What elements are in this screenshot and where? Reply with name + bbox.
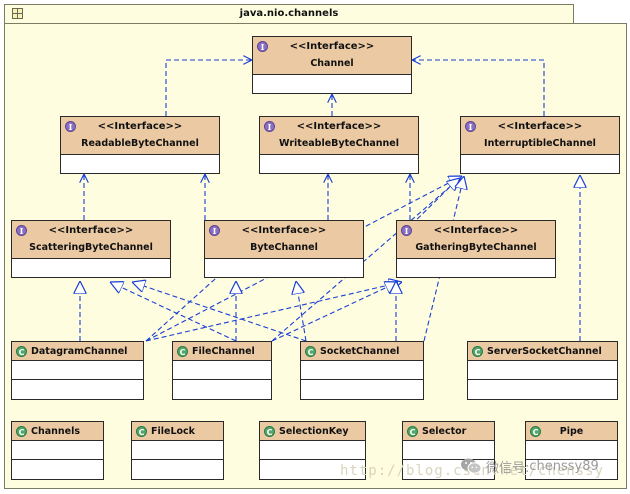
- class-selection-key[interactable]: C SelectionKey: [259, 421, 366, 480]
- stereotype-label: <<Interface>>: [48, 225, 134, 236]
- class-methods: [12, 380, 143, 399]
- package-icon: [12, 8, 23, 19]
- class-datagram-channel[interactable]: C DatagramChannel: [11, 341, 144, 400]
- stereotype-label: <<Interface>>: [97, 121, 183, 132]
- stereotype-label: <<Interface>>: [497, 121, 583, 132]
- class-selectionkey-header: C SelectionKey: [260, 422, 365, 441]
- class-name: ServerSocketChannel: [487, 346, 602, 357]
- interface-gathering-byte-channel[interactable]: I <<Interface>> GatheringByteChannel: [396, 220, 556, 278]
- interface-icon: I: [209, 225, 220, 236]
- class-fields: [526, 441, 617, 460]
- class-icon: C: [16, 426, 27, 437]
- class-name: Pipe: [559, 426, 584, 437]
- class-file-header: C FileChannel: [173, 342, 271, 361]
- interface-body: [12, 259, 170, 277]
- class-icon: C: [136, 426, 147, 437]
- class-fields: [12, 441, 103, 460]
- class-pipe[interactable]: C Pipe: [525, 421, 618, 480]
- interface-interruptible-header: I <<Interface>> InterruptibleChannel: [461, 117, 619, 155]
- class-methods: [132, 460, 223, 479]
- class-fields: [301, 361, 423, 380]
- class-methods: [173, 380, 271, 399]
- class-icon: C: [264, 426, 275, 437]
- class-name: FileChannel: [192, 346, 255, 357]
- interface-name: ReadableByteChannel: [81, 138, 199, 149]
- class-name: FileLock: [151, 426, 195, 437]
- class-icon: C: [16, 346, 27, 357]
- interface-body: [205, 259, 363, 277]
- class-fields: [260, 441, 365, 460]
- interface-readable-header: I <<Interface>> ReadableByteChannel: [61, 117, 219, 155]
- interface-body: [461, 155, 619, 173]
- class-fields: [12, 361, 143, 380]
- class-serversocket-header: C ServerSocketChannel: [468, 342, 617, 361]
- class-socket-header: C SocketChannel: [301, 342, 423, 361]
- stereotype-label: <<Interface>>: [289, 41, 375, 52]
- interface-icon: I: [65, 121, 76, 132]
- interface-name: GatheringByteChannel: [415, 242, 537, 253]
- class-selector-header: C Selector: [403, 422, 494, 441]
- watermark-wechat: 微信号:chenssy89: [460, 456, 599, 476]
- interface-body: [397, 259, 555, 277]
- interface-icon: I: [401, 225, 412, 236]
- class-channels-header: C Channels: [12, 422, 103, 441]
- class-server-socket-channel[interactable]: C ServerSocketChannel: [467, 341, 618, 400]
- interface-scattering-header: I <<Interface>> ScatteringByteChannel: [12, 221, 170, 259]
- class-methods: [301, 380, 423, 399]
- class-name: Selector: [422, 426, 467, 437]
- class-methods: [12, 460, 103, 479]
- class-fields: [173, 361, 271, 380]
- interface-name: WriteableByteChannel: [279, 138, 399, 149]
- watermark-wechat-prefix: 微信号:: [486, 460, 530, 476]
- interface-byte-channel[interactable]: I <<Interface>> ByteChannel: [204, 220, 364, 278]
- interface-channel-header: I <<Interface>> Channel: [253, 37, 411, 75]
- interface-channel[interactable]: I <<Interface>> Channel: [252, 36, 412, 94]
- class-name: DatagramChannel: [31, 346, 128, 357]
- class-icon: C: [305, 346, 316, 357]
- interface-icon: I: [16, 225, 27, 236]
- interface-scattering-byte-channel[interactable]: I <<Interface>> ScatteringByteChannel: [11, 220, 171, 278]
- interface-name: ByteChannel: [250, 242, 318, 253]
- class-icon: C: [177, 346, 188, 357]
- class-fields: [132, 441, 223, 460]
- interface-interruptible-channel[interactable]: I <<Interface>> InterruptibleChannel: [460, 116, 620, 174]
- class-icon: C: [407, 426, 418, 437]
- class-icon: C: [472, 346, 483, 357]
- class-methods: [468, 380, 617, 399]
- stereotype-label: <<Interface>>: [296, 121, 382, 132]
- class-icon: C: [530, 426, 541, 437]
- interface-gathering-header: I <<Interface>> GatheringByteChannel: [397, 221, 555, 259]
- class-socket-channel[interactable]: C SocketChannel: [300, 341, 424, 400]
- interface-icon: I: [264, 121, 275, 132]
- interface-readable-byte-channel[interactable]: I <<Interface>> ReadableByteChannel: [60, 116, 220, 174]
- interface-bytechannel-header: I <<Interface>> ByteChannel: [205, 221, 363, 259]
- interface-writeable-header: I <<Interface>> WriteableByteChannel: [260, 117, 418, 155]
- package-name: java.nio.channels: [239, 8, 339, 19]
- class-name: Channels: [31, 426, 81, 437]
- interface-name: ScatteringByteChannel: [29, 242, 153, 253]
- class-name: SelectionKey: [279, 426, 349, 437]
- class-filelock-header: C FileLock: [132, 422, 223, 441]
- class-fields: [403, 441, 494, 460]
- wechat-icon: [461, 458, 482, 474]
- class-datagram-header: C DatagramChannel: [12, 342, 143, 361]
- interface-body: [260, 155, 418, 173]
- interface-icon: I: [465, 121, 476, 132]
- interface-name: InterruptibleChannel: [484, 138, 596, 149]
- interface-icon: I: [257, 41, 268, 52]
- interface-body: [61, 155, 219, 173]
- class-pipe-header: C Pipe: [526, 422, 617, 441]
- interface-name: Channel: [310, 58, 354, 69]
- package-tab[interactable]: java.nio.channels: [4, 4, 574, 24]
- stereotype-label: <<Interface>>: [241, 225, 327, 236]
- interface-body: [253, 75, 411, 93]
- interface-writeable-byte-channel[interactable]: I <<Interface>> WriteableByteChannel: [259, 116, 419, 174]
- class-file-channel[interactable]: C FileChannel: [172, 341, 272, 400]
- watermark-wechat-id: chenssy89: [529, 458, 599, 474]
- class-name: SocketChannel: [320, 346, 400, 357]
- class-file-lock[interactable]: C FileLock: [131, 421, 224, 480]
- class-channels[interactable]: C Channels: [11, 421, 104, 480]
- class-fields: [468, 361, 617, 380]
- stereotype-label: <<Interface>>: [433, 225, 519, 236]
